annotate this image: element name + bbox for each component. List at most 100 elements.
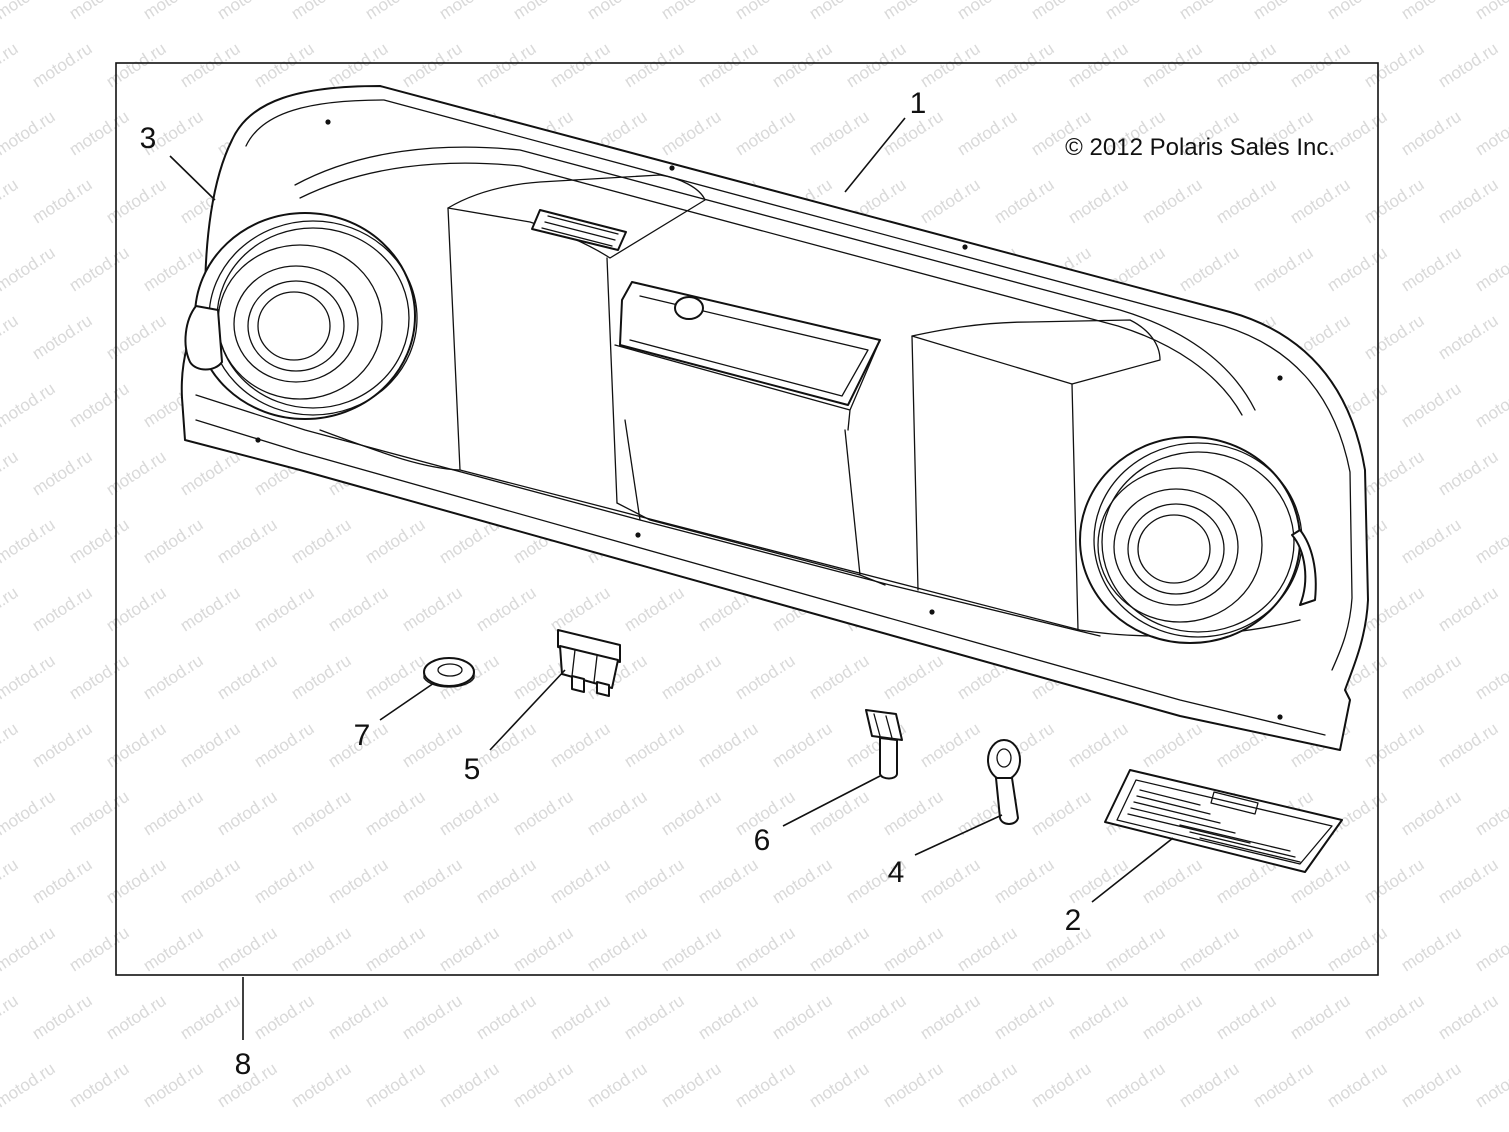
watermark-text: motod.ru [1472, 515, 1509, 567]
watermark-text: motod.ru [658, 651, 725, 703]
watermark-text: motod.ru [1065, 991, 1132, 1043]
watermark-text: motod.ru [0, 243, 58, 295]
watermark-text: motod.ru [547, 855, 614, 907]
watermark-text: motod.ru [621, 719, 688, 771]
watermark-text: motod.ru [66, 787, 133, 839]
watermark-text: motod.ru [510, 787, 577, 839]
watermark-text: motod.ru [103, 447, 170, 499]
watermark-text: motod.ru [214, 515, 281, 567]
watermark-text: motod.ru [584, 787, 651, 839]
watermark-text: motod.ru [399, 991, 466, 1043]
ring-terminal-part-4[interactable] [987, 739, 1021, 825]
watermark-text: motod.ru [251, 583, 318, 635]
watermark-text: motod.ru [436, 1059, 503, 1111]
watermark-text: motod.ru [436, 0, 503, 23]
watermark-text: motod.ru [29, 39, 96, 91]
watermark-text: motod.ru [1361, 583, 1428, 635]
watermark-text: motod.ru [1398, 379, 1465, 431]
watermark-text: motod.ru [288, 787, 355, 839]
callout-8: 8 [235, 1048, 252, 1081]
mounting-screws [255, 119, 1283, 720]
watermark-text: motod.ru [658, 1059, 725, 1111]
watermark-text: motod.ru [251, 855, 318, 907]
watermark-text: motod.ru [1139, 991, 1206, 1043]
watermark-text: motod.ru [214, 787, 281, 839]
watermark-text: motod.ru [1435, 311, 1502, 363]
watermark-text: motod.ru [547, 39, 614, 91]
watermark-text: motod.ru [1398, 787, 1465, 839]
callout-6: 6 [754, 824, 771, 857]
watermark-text: motod.ru [584, 1059, 651, 1111]
watermark-text: motod.ru [325, 991, 392, 1043]
brand-badge [531, 209, 627, 251]
leader-4 [914, 814, 1003, 856]
watermark-text: motod.ru [177, 39, 244, 91]
watermark-text: motod.ru [547, 719, 614, 771]
watermark-text: motod.ru [1250, 1059, 1317, 1111]
watermark-text: motod.ru [1324, 243, 1391, 295]
watermark-text: motod.ru [547, 991, 614, 1043]
watermark-text: motod.ru [473, 39, 540, 91]
watermark-text: motod.ru [103, 39, 170, 91]
watermark-text: motod.ru [880, 923, 947, 975]
notice-label-part-2[interactable] [1104, 769, 1343, 873]
watermark-text: motod.ru [29, 991, 96, 1043]
watermark-text: motod.ru [695, 719, 762, 771]
watermark-text: motod.ru [880, 1059, 947, 1111]
watermark-text: motod.ru [177, 991, 244, 1043]
watermark-text: motod.ru [1028, 923, 1095, 975]
watermark-text: motod.ru [29, 855, 96, 907]
watermark-text: motod.ru [473, 991, 540, 1043]
watermark-text: motod.ru [362, 1059, 429, 1111]
watermark-text: motod.ru [621, 39, 688, 91]
watermark-text: motod.ru [1176, 0, 1243, 23]
watermark-text: motod.ru [399, 719, 466, 771]
watermark-text: motod.ru [695, 39, 762, 91]
watermark-text: motod.ru [732, 1059, 799, 1111]
watermark-text: motod.ru [1435, 991, 1502, 1043]
console-top-recess-inner [299, 162, 1243, 416]
watermark-text: motod.ru [436, 787, 503, 839]
watermark-text: motod.ru [1398, 243, 1465, 295]
watermark-text: motod.ru [1213, 175, 1280, 227]
watermark-text: motod.ru [0, 855, 21, 907]
audio-console-part-1[interactable] [180, 85, 1369, 751]
washer-part-7[interactable] [423, 657, 475, 688]
watermark-text: motod.ru [0, 1059, 58, 1111]
watermark-text: motod.ru [732, 923, 799, 975]
watermark-text: motod.ru [510, 1059, 577, 1111]
watermark-text: motod.ru [66, 1059, 133, 1111]
watermark-text: motod.ru [1250, 0, 1317, 23]
watermark-text: motod.ru [1287, 175, 1354, 227]
watermark-text: motod.ru [399, 583, 466, 635]
watermark-text: motod.ru [769, 991, 836, 1043]
butt-connector-part-6[interactable] [865, 709, 903, 780]
watermark-text: motod.ru [436, 923, 503, 975]
watermark-text: motod.ru [806, 651, 873, 703]
watermark-text: motod.ru [1472, 243, 1509, 295]
leader-lines [169, 117, 1174, 1040]
watermark-text: motod.ru [843, 39, 910, 91]
watermark-text: motod.ru [1028, 0, 1095, 23]
watermark-text: motod.ru [917, 855, 984, 907]
watermark-text: motod.ru [1287, 39, 1354, 91]
watermark-text: motod.ru [140, 1059, 207, 1111]
watermark-text: motod.ru [1472, 0, 1509, 23]
watermark-text: motod.ru [510, 923, 577, 975]
watermark-text: motod.ru [658, 923, 725, 975]
watermark-text: motod.ru [66, 243, 133, 295]
watermark-text: motod.ru [66, 0, 133, 23]
watermark-text: motod.ru [584, 923, 651, 975]
blade-fuse-part-5[interactable] [557, 629, 621, 697]
callout-7: 7 [354, 719, 371, 752]
watermark-text: motod.ru [29, 583, 96, 635]
watermark-text: motod.ru [0, 991, 21, 1043]
radio-knob [674, 296, 704, 320]
watermark-text: motod.ru [1435, 719, 1502, 771]
watermark-text: motod.ru [806, 107, 873, 159]
watermark-text: motod.ru [917, 175, 984, 227]
console-top-recess [294, 146, 1256, 411]
watermark-text: motod.ru [658, 787, 725, 839]
watermark-text: motod.ru [1250, 243, 1317, 295]
right-speaker [1079, 436, 1317, 644]
